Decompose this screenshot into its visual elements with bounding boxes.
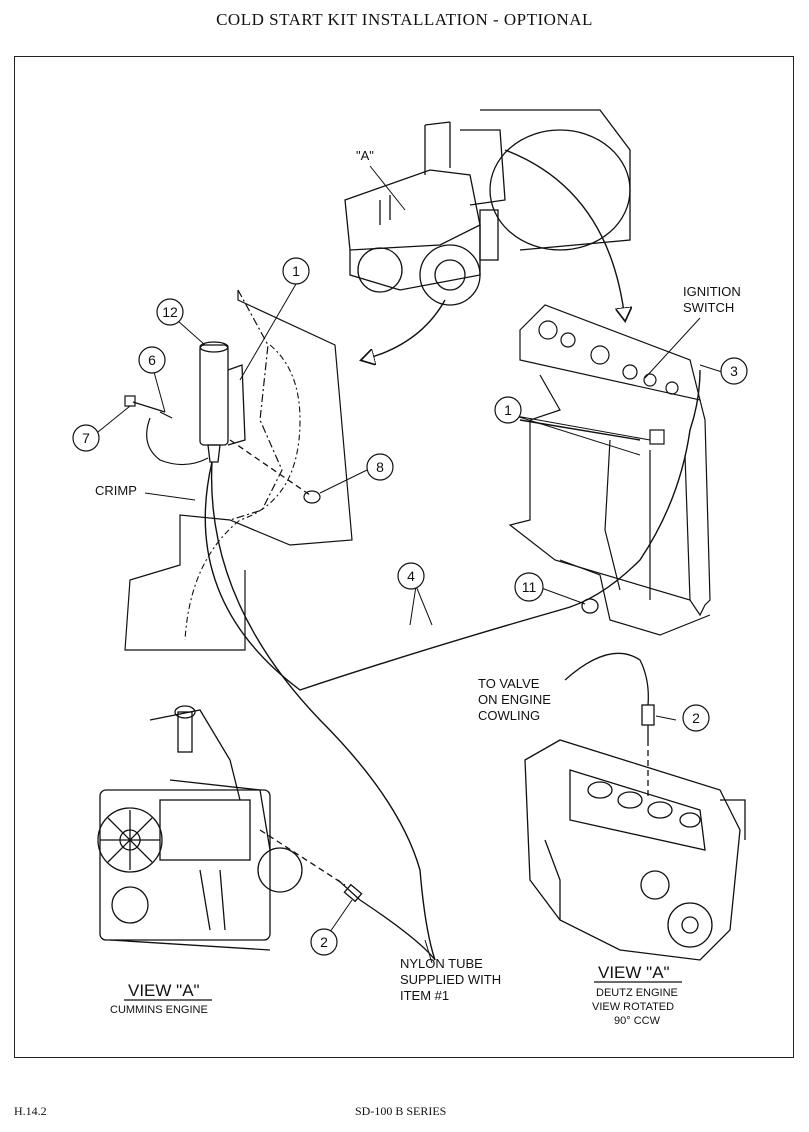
footer-page-code: H.14.2 (14, 1104, 47, 1118)
leader-lines (97, 283, 723, 964)
nylon-tube-label-line2: SUPPLIED WITH (400, 972, 501, 987)
item-callout-circles (72, 257, 748, 956)
to-valve-label-line1: TO VALVE (478, 676, 540, 691)
fitting-item-2-right (564, 652, 655, 800)
item-3: 3 (730, 363, 738, 379)
deutz-caption-line1: DEUTZ ENGINE (596, 987, 678, 999)
roller-machine-drawing (344, 109, 631, 306)
item-4: 4 (407, 568, 415, 584)
nylon-tube-label-line3: ITEM #1 (400, 988, 449, 1003)
item-8: 8 (376, 459, 384, 475)
diagram-frame (14, 56, 794, 1058)
item-2-right: 2 (692, 710, 700, 726)
harness-wires (204, 369, 701, 961)
dash-panel-drawing (508, 304, 711, 636)
view-a-cummins-heading: VIEW "A" (128, 981, 200, 1000)
deutz-caption-line3: 90° CCW (614, 1015, 661, 1027)
item-7: 7 (82, 430, 90, 446)
ignition-switch-label-line2: SWITCH (683, 300, 734, 315)
left-mounting-panel (124, 289, 353, 651)
item-6: 6 (148, 352, 156, 368)
bolt-and-cable (124, 395, 209, 466)
item-1-lower: 1 (504, 402, 512, 418)
view-a-marker-label: "A" (356, 148, 374, 163)
grommet-item-11 (581, 598, 599, 614)
nylon-tube-label-line1: NYLON TUBE (400, 956, 483, 971)
item-1-upper: 1 (292, 263, 300, 279)
ignition-switch-label-line1: IGNITION (683, 284, 741, 299)
deutz-engine-drawing (524, 739, 746, 961)
arrow-to-left-panel (362, 299, 446, 360)
to-valve-label-line3: COWLING (478, 708, 540, 723)
item-2-left: 2 (320, 934, 328, 950)
arrow-to-dash-panel (504, 149, 625, 320)
item-12: 12 (162, 304, 178, 320)
to-valve-label-line2: ON ENGINE (478, 692, 551, 707)
item-11: 11 (522, 579, 537, 595)
cummins-engine-caption: CUMMINS ENGINE (110, 1004, 208, 1016)
fitting-item-2-left (259, 829, 436, 961)
footer-series: SD-100 B SERIES (355, 1104, 447, 1118)
nut-item-8 (303, 490, 321, 504)
cummins-engine-drawing (97, 705, 303, 951)
deutz-caption-line2: VIEW ROTATED (592, 1001, 674, 1013)
crimp-label: CRIMP (95, 483, 137, 498)
cold-start-canister (199, 341, 311, 496)
page-title: COLD START KIT INSTALLATION - OPTIONAL (216, 10, 593, 29)
switch-bracket (649, 429, 665, 445)
view-a-deutz-heading: VIEW "A" (598, 963, 670, 982)
